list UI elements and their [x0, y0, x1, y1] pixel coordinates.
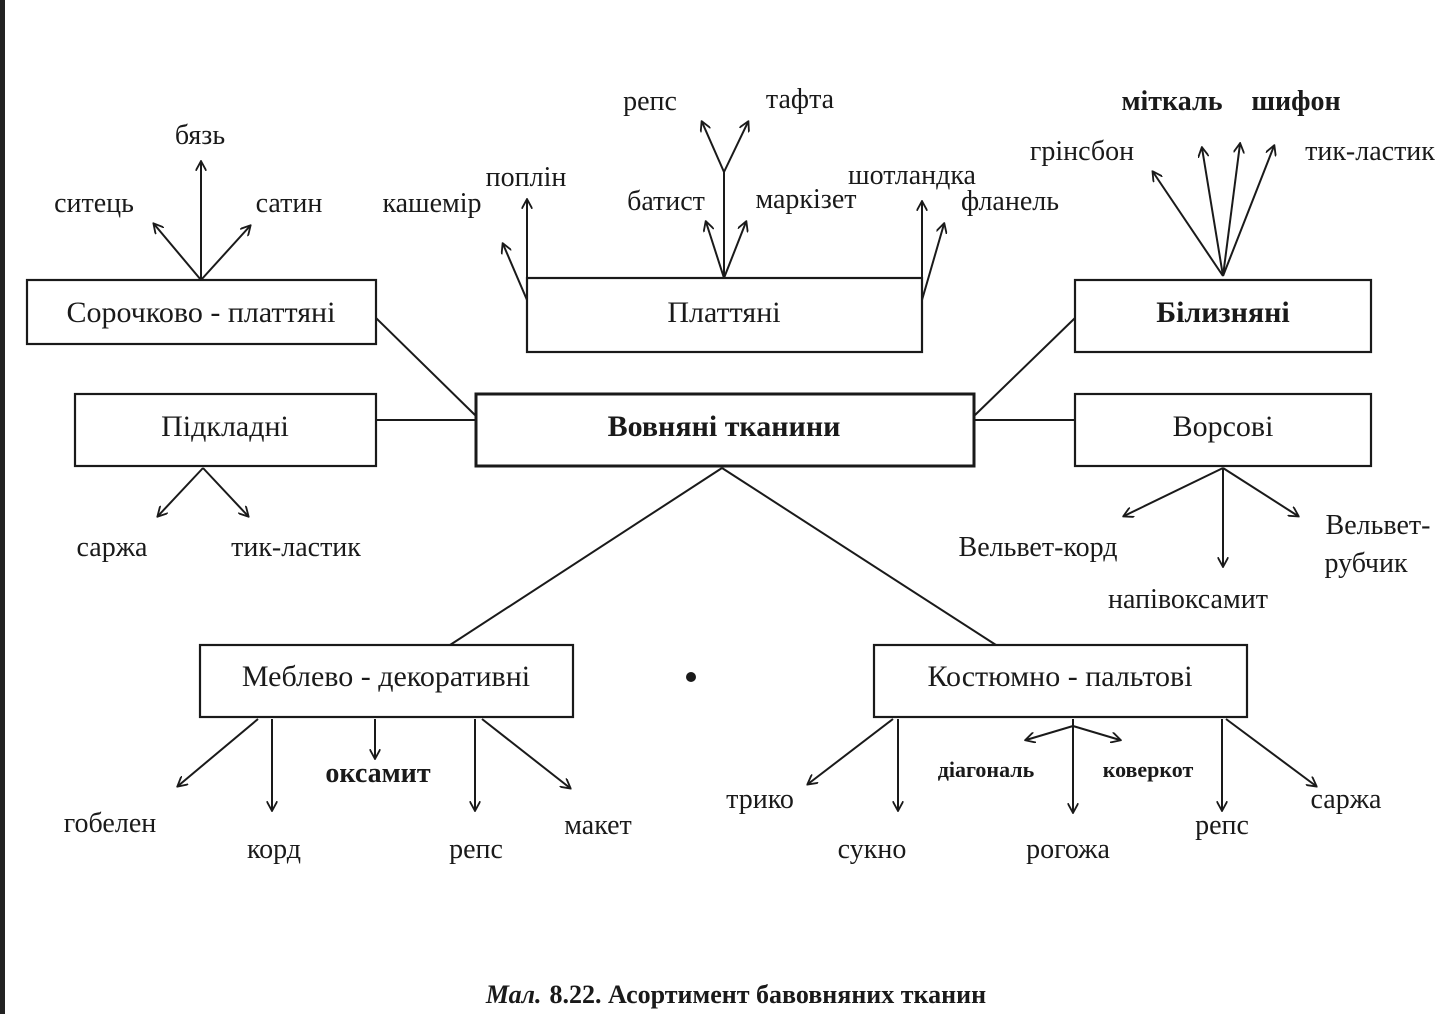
item-shotlandka: шотландка: [848, 160, 977, 191]
item-markizet: маркізет: [755, 184, 856, 215]
item-mitkal: міткаль: [1121, 86, 1222, 117]
box-linen: [1073, 278, 1373, 354]
item-sarzha-lining: саржа: [77, 532, 149, 563]
shirt-arrows: [154, 162, 250, 281]
box-dress: [525, 276, 924, 354]
box-suit: [872, 643, 1249, 719]
figure-caption: Мал.8.22. Асортимент бавовняних тканин: [485, 980, 986, 1009]
stray-dot: [686, 672, 696, 682]
item-diagonal: діагональ: [938, 757, 1035, 782]
box-shirt: [25, 278, 378, 346]
box-pile: [1073, 392, 1373, 468]
item-tryko: трико: [726, 784, 794, 815]
item-reps-suit: репс: [1195, 810, 1249, 841]
item-grinsbon: грінсбон: [1030, 136, 1134, 167]
item-kord: корд: [247, 834, 301, 865]
pile-arrows: [1124, 467, 1298, 566]
item-velvet-rubchyk-2: рубчик: [1324, 548, 1408, 579]
item-poplin: поплін: [486, 162, 567, 193]
item-velvet-kord: Вельвет-корд: [959, 532, 1118, 563]
item-tafta: тафта: [766, 84, 835, 115]
item-satyn: сатин: [256, 188, 323, 219]
furniture-arrows: [178, 718, 570, 810]
item-shyfon: шифон: [1251, 86, 1340, 117]
item-tyk-lastyk-linen: тик-ластик: [1305, 136, 1435, 167]
item-velvet-rubchyk-1: Вельвет-: [1326, 510, 1431, 541]
item-maket: макет: [564, 810, 632, 841]
item-reps-dress: репс: [623, 86, 677, 117]
center-title: Вовняні тканини: [608, 410, 841, 443]
linen-arrows: [1153, 144, 1274, 277]
suit-title: Костюмно - пальтові: [927, 660, 1192, 693]
lining-title: Підкладні: [161, 410, 289, 443]
furniture-title: Меблево - декоративні: [242, 660, 530, 693]
item-tyk-lastyk-lining: тик-ластик: [231, 532, 361, 563]
item-sytets: ситець: [54, 188, 134, 219]
item-kashemir: кашемір: [382, 188, 481, 219]
shirt-title: Сорочково - платтяні: [67, 296, 336, 329]
caption-text: 8.22. Асортимент бавовняних тканин: [549, 980, 986, 1009]
item-oksamyt: оксамит: [325, 758, 430, 789]
box-lining: [73, 392, 378, 468]
item-napivoksamyt: напівоксамит: [1108, 584, 1268, 615]
linen-title: Білизняні: [1156, 296, 1289, 329]
item-sarzha-suit: саржа: [1311, 784, 1383, 815]
item-flanel: фланель: [961, 186, 1059, 217]
caption-prefix: Мал.: [485, 980, 542, 1009]
page-edge-bar: [0, 0, 5, 1014]
item-reps-furniture: репс: [449, 834, 503, 865]
item-rogozha: рогожа: [1026, 834, 1110, 865]
lining-arrows: [158, 467, 248, 516]
item-sukno: сукно: [838, 834, 907, 865]
item-gobelen: гобелен: [64, 808, 156, 839]
box-furniture: [198, 643, 575, 719]
suit-arrows: [808, 718, 1316, 812]
center-connectors: [375, 317, 1076, 646]
item-batyst: батист: [627, 186, 705, 217]
dress-arrows: [503, 122, 944, 301]
box-center: [474, 392, 976, 468]
pile-title: Ворсові: [1173, 410, 1274, 443]
item-byaz: бязь: [175, 120, 225, 151]
item-koverkot: коверкот: [1103, 757, 1194, 782]
dress-title: Платтяні: [667, 296, 780, 329]
